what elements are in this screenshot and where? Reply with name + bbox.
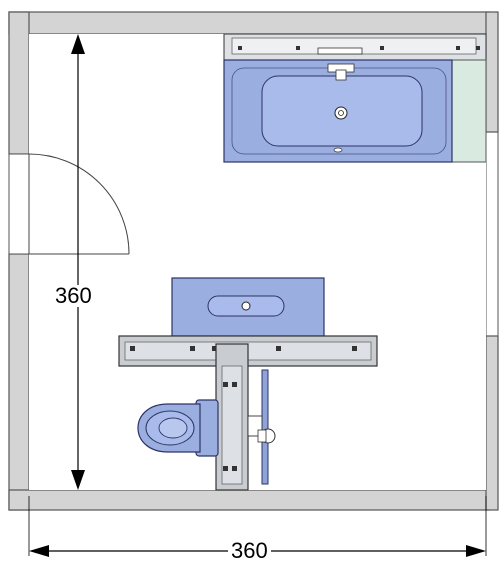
vertical-arrow-bottom-icon: [71, 470, 85, 490]
tub-drain-icon: [334, 106, 348, 120]
horizontal-arrow-left-icon: [29, 545, 49, 557]
flush-actuator-icon: [247, 415, 276, 444]
tub-rail-center-plate: [317, 47, 363, 55]
wall-bottom: [8, 489, 490, 511]
tub-rail-bolts: [238, 46, 480, 50]
washbasin-unit: [171, 277, 325, 337]
bathtub-unit: [223, 33, 487, 163]
tub-overflow-icon: [333, 147, 343, 153]
vertical-dimension: [71, 34, 85, 490]
door: [8, 153, 130, 255]
tub-side-tile: [451, 59, 487, 163]
vertical-dimension-label: 360: [52, 285, 95, 307]
toilet: [137, 399, 219, 457]
door-swing-arc: [28, 153, 130, 255]
horizontal-dimension-label: 360: [228, 540, 271, 562]
washbasin-drain-icon: [241, 301, 251, 311]
horizontal-dimension: [28, 496, 487, 557]
wall-left-upper: [8, 11, 30, 155]
frame-vertical-bolts: [223, 382, 237, 471]
door-opening: [8, 153, 30, 255]
frame-rail-bolts: [130, 346, 357, 351]
walls: [8, 11, 499, 511]
vertical-arrow-top-icon: [71, 34, 85, 54]
wall-right-bottom: [485, 335, 499, 511]
wall-left-lower: [8, 253, 30, 511]
horizontal-arrow-right-icon: [466, 545, 486, 557]
grab-bar: [261, 369, 269, 485]
wall-top: [8, 11, 490, 35]
wall-right-top: [485, 11, 499, 133]
installation-frame: [118, 335, 378, 491]
tub-faucet-icon: [327, 63, 355, 81]
